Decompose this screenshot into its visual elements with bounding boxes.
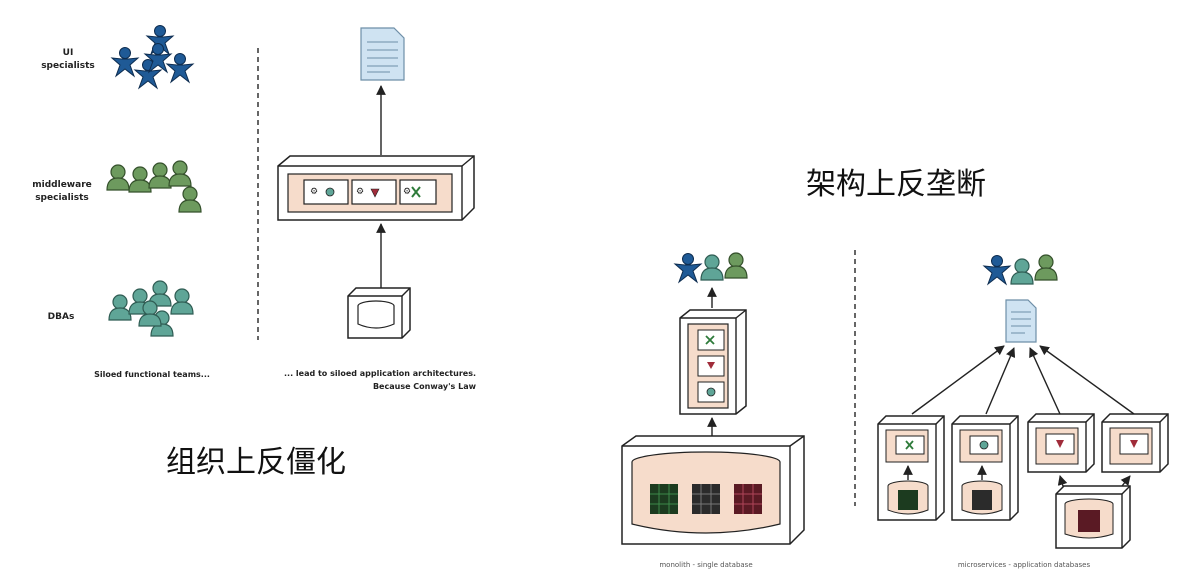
svg-text:⚙: ⚙ (403, 187, 411, 197)
svg-text:⚙: ⚙ (356, 187, 364, 197)
caption-microservices: microservices - application databases (958, 561, 1091, 569)
monolith-team-icon (674, 252, 748, 283)
ui-specialists-people-icon (111, 25, 194, 89)
caption-siloed-teams: Siloed functional teams... (94, 370, 210, 379)
svg-text:⚙: ⚙ (310, 187, 318, 197)
caption-monolith: monolith - single database (659, 561, 752, 569)
document-icon (360, 27, 405, 81)
svg-text:UI: UI (63, 48, 74, 58)
svg-text:Because Conway's Law: Because Conway's Law (373, 382, 477, 391)
microservices-document-icon (1005, 299, 1037, 343)
middleware-specialists-people-icon (106, 160, 202, 213)
shared-application-database (1055, 475, 1131, 549)
siloed-application-box: ⚙ ⚙ ⚙ (277, 155, 475, 221)
microservice-3 (1027, 413, 1095, 473)
caption-siloed-architectures: ... lead to siloed application architect… (284, 369, 477, 391)
database-icon (347, 287, 411, 339)
microservice-2 (951, 415, 1019, 521)
svg-text:middleware: middleware (32, 180, 91, 190)
microservice-4 (1101, 413, 1169, 473)
svg-text:specialists: specialists (41, 61, 95, 71)
microservice-1 (877, 415, 945, 521)
monolith-app-box (679, 309, 747, 415)
title-organization: 组织上反僵化 (166, 445, 346, 480)
title-architecture: 架构上反垄断 (806, 167, 986, 202)
group-label-dbas: DBAs (48, 312, 75, 322)
svg-text:specialists: specialists (35, 193, 89, 203)
single-database-box (621, 435, 805, 545)
group-label-middleware: middleware specialists (32, 180, 91, 203)
group-label-ui: UI specialists (41, 48, 95, 71)
svg-text:DBAs: DBAs (48, 312, 75, 322)
service-arrows (911, 345, 1135, 415)
svg-text:... lead to siloed application: ... lead to siloed application architect… (284, 369, 476, 378)
microservices-team-icon (983, 254, 1058, 285)
dba-people-icon (108, 280, 194, 337)
